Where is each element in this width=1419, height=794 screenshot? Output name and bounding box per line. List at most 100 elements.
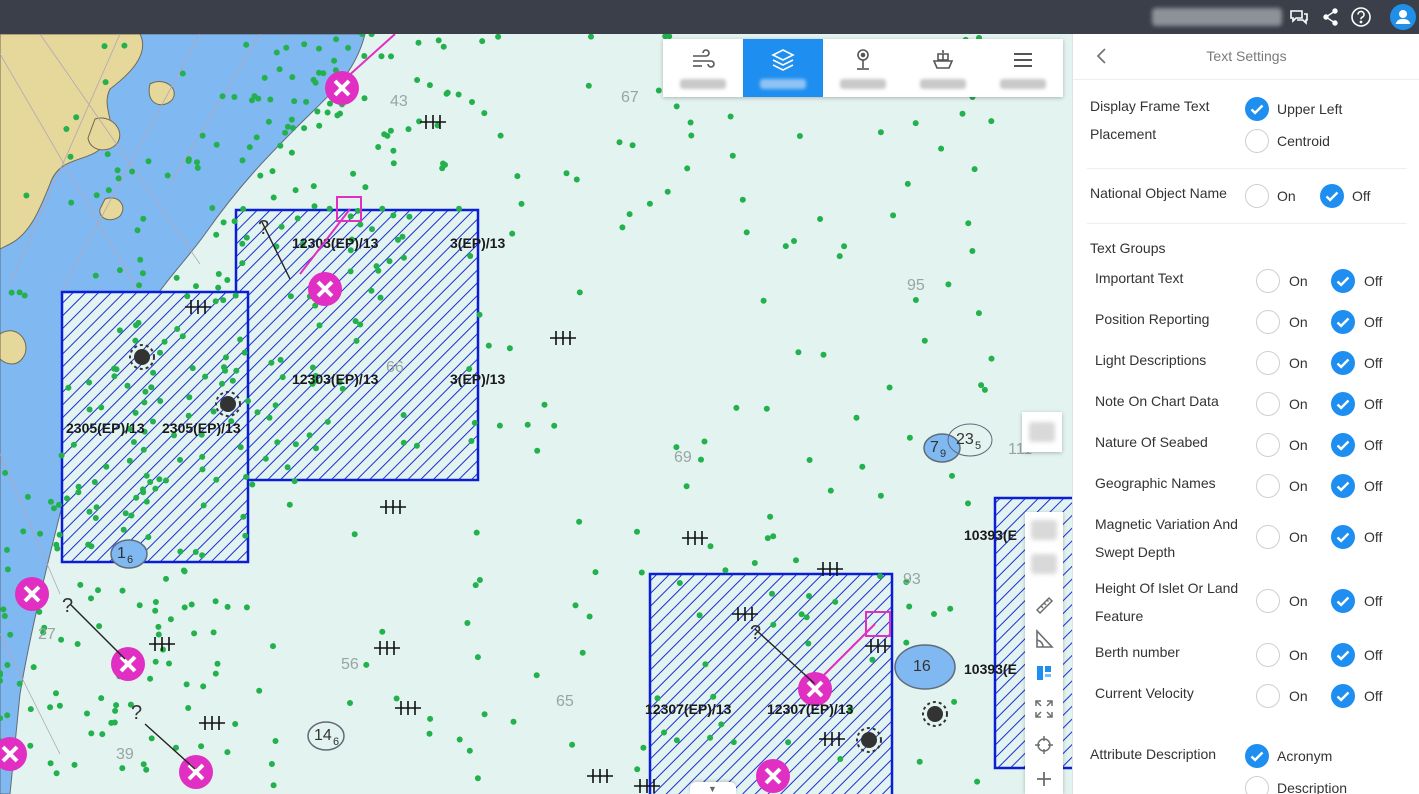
seabed-dot [353,337,360,344]
ruler-icon[interactable] [1033,594,1055,616]
chat-icon[interactable] [1288,6,1310,28]
user-avatar[interactable] [1390,4,1416,30]
help-icon[interactable] [1350,6,1372,28]
attribute-description-radio-acronym[interactable] [1245,744,1269,768]
text-group-height-of-islet-or-land-off-radio-label: Off [1364,593,1383,609]
text-group-note-on-chart-data-off-radio[interactable] [1331,392,1355,416]
seabed-dot [4,546,10,553]
text-group-current-velocity-label: Current Velocity [1095,685,1194,701]
seabed-dot [95,587,101,594]
text-group-berth-number-off-radio-label: Off [1364,647,1383,663]
depth-label: 27 [38,626,56,643]
seabed-dot [354,207,361,214]
text-group-height-of-islet-or-land-on-radio[interactable] [1256,589,1280,613]
chevron-left-icon[interactable] [1093,46,1111,66]
seabed-dot [75,489,82,496]
location-button[interactable] [823,39,903,97]
national-object-off-radio-label: Off [1352,188,1371,204]
text-group-geographic-names-label: Geographic Names [1095,475,1216,491]
seabed-dot [141,428,148,435]
seabed-dot [47,498,54,505]
sounding-sub: 9 [940,448,946,460]
sounding-label: 16 [894,644,956,690]
seabed-dot [770,533,777,540]
fullscreen-icon[interactable] [1033,698,1055,720]
text-group-nature-of-seabed-off-radio[interactable] [1331,433,1355,457]
display-frame-radio-upper-left[interactable] [1245,97,1269,121]
national-object-off-radio[interactable] [1320,184,1344,208]
vessel-button[interactable] [903,39,983,97]
text-group-important-text-off-radio[interactable] [1331,269,1355,293]
seabed-dot [98,404,105,411]
text-group-note-on-chart-data-on-radio[interactable] [1256,392,1280,416]
text-group-note-on-chart-data-off-radio-label: Off [1364,396,1383,412]
restricted-zone-2305 [60,290,250,564]
side-tool-blur-1[interactable] [1031,520,1057,540]
text-group-berth-number-off-radio[interactable] [1331,643,1355,667]
question-marks: ? ? ? ? [62,217,761,724]
floating-tool-button[interactable] [1022,412,1062,452]
display-frame-radio-centroid[interactable] [1245,129,1269,153]
text-group-nature-of-seabed-on-radio[interactable] [1256,433,1280,457]
text-group-magnetic-variation-and-off-radio[interactable] [1331,525,1355,549]
attribute-description-radio-description[interactable] [1245,776,1269,794]
menu-button[interactable] [983,39,1063,97]
text-group-current-velocity-off-radio[interactable] [1331,684,1355,708]
seabed-dot [143,472,150,479]
layout-icon[interactable] [1033,662,1055,684]
layers-button[interactable] [743,39,823,97]
seabed-dot [730,739,737,746]
side-tool-blur-2[interactable] [1031,554,1057,574]
seabed-dot [551,422,558,429]
text-group-height-of-islet-or-land-off-radio[interactable] [1331,589,1355,613]
depth-label: 43 [390,93,408,110]
text-group-current-velocity-on-radio[interactable] [1256,684,1280,708]
island-3 [0,330,27,365]
seabed-dot [58,452,65,459]
text-group-important-text-on-radio[interactable] [1256,269,1280,293]
national-object-on-radio[interactable] [1245,184,1269,208]
seabed-dot [163,477,169,484]
seabed-dot [533,672,540,679]
seabed-dot [352,318,359,325]
seabed-dot [959,110,966,117]
crosshair-icon[interactable] [1033,734,1055,756]
zoom-in-icon[interactable] [1033,768,1055,790]
seabed-dot [306,432,313,439]
seabed-dot [288,116,295,123]
weather-button[interactable] [663,39,743,97]
seabed-dot [270,782,277,789]
text-group-magnetic-variation-and-on-radio[interactable] [1256,525,1280,549]
wreck-icon [865,639,891,653]
text-group-geographic-names-off-radio[interactable] [1331,474,1355,498]
share-icon[interactable] [1320,6,1342,28]
bottom-drawer-toggle[interactable]: ▼ [690,782,736,794]
seabed-dot [869,656,876,663]
wreck-symbols-layer [129,115,948,793]
svg-text:?: ? [750,622,761,644]
seabed-dot [148,735,155,742]
seabed-dot [294,215,301,222]
seabed-dot [240,513,247,520]
seabed-dot [413,442,420,449]
seabed-dot [351,531,358,538]
angle-icon[interactable] [1033,628,1055,650]
text-group-geographic-names-on-radio[interactable] [1256,474,1280,498]
seabed-dot [288,149,295,156]
seabed-dot [301,125,308,132]
seabed-dot [316,45,322,52]
text-group-position-reporting-on-radio[interactable] [1256,310,1280,334]
seabed-dot [626,211,633,218]
pin-icon [857,49,869,70]
seabed-dot [795,349,802,356]
attribute-description-radio-description-label: Description [1277,780,1348,794]
text-group-berth-number-on-radio[interactable] [1256,643,1280,667]
seabed-dot [309,364,316,371]
text-group-light-descriptions-off-radio[interactable] [1331,351,1355,375]
text-group-position-reporting-off-radio[interactable] [1331,310,1355,334]
seabed-dot [276,66,283,73]
text-group-light-descriptions-on-radio[interactable] [1256,351,1280,375]
seabed-dot [495,34,502,40]
